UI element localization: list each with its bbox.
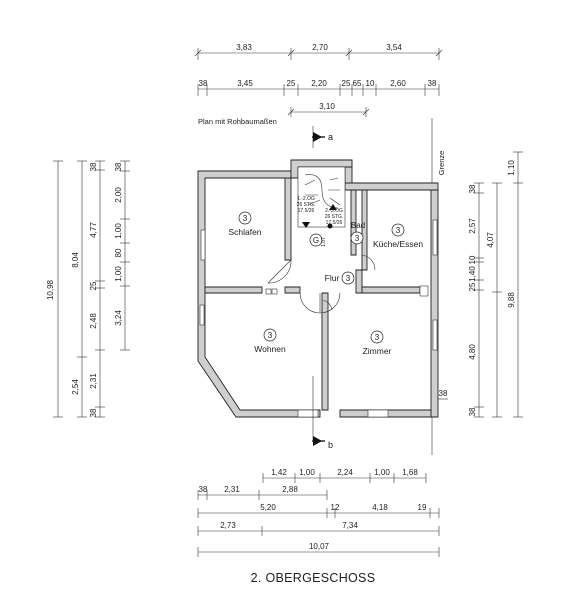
section-label-b: b xyxy=(328,440,333,450)
room-name: Wohnen xyxy=(254,344,286,354)
stair-note-line: 17.5/26 xyxy=(326,220,343,226)
dim-top2-6: 10 xyxy=(366,79,375,88)
g-badge: G xyxy=(309,233,323,247)
section-marker-b: b xyxy=(312,376,333,450)
right-dimension-chains: 1,10 9,88 4,07 38 2,57 10 1,40 25 4,80 3… xyxy=(468,151,523,418)
dim-right4: 4,07 xyxy=(486,232,495,248)
dim-left4-0: 38 xyxy=(114,162,123,171)
dim-bot1-4: 1,68 xyxy=(402,468,418,477)
dim-top2-2: 25 xyxy=(287,79,296,88)
room-kueche: 3 Küche/Essen xyxy=(373,223,423,249)
stair-note-line: 17.5/26 xyxy=(298,208,315,214)
stair-note-line: 2.-3.OG xyxy=(325,208,343,214)
stair-note-line: 26 STG. xyxy=(325,214,344,220)
dim-bot1-1: 1,00 xyxy=(299,468,315,477)
stair-note-line: 1.-2.OG xyxy=(297,196,315,202)
dim-bot2-2: 2,88 xyxy=(282,485,298,494)
plan-title: 2. OBERGESCHOSS xyxy=(251,571,376,585)
room-name: Bad xyxy=(351,221,365,230)
dim-right3-6: 38 xyxy=(468,407,477,416)
dim-left3-1: 4,77 xyxy=(89,222,98,238)
doors xyxy=(267,254,376,314)
dim-bot3-3: 19 xyxy=(418,503,427,512)
dim-left3-5: 38 xyxy=(89,408,98,417)
room-flur: Flur 3 xyxy=(325,271,355,285)
room-badge: 3 xyxy=(243,214,248,223)
dim-bot1-0: 1,42 xyxy=(271,468,287,477)
top-dimension-chains: 3,83 2,70 3,54 38 3,45 25 2,20 25 65 10 … xyxy=(194,43,443,117)
dim-bot3-0: 5,20 xyxy=(260,503,276,512)
dim-bot1-2: 2,24 xyxy=(337,468,353,477)
windows xyxy=(199,219,438,418)
room-zimmer: 3 Zimmer xyxy=(363,330,392,356)
dim-bot4-1: 7,34 xyxy=(342,521,358,530)
plan-note: Plan mit Rohbaumaßen xyxy=(198,117,277,126)
left-dimension-chains: 10,98 8,04 2,54 38 4,77 25 2,48 2,31 38 … xyxy=(46,160,130,417)
dim-bot3-2: 4,18 xyxy=(372,503,388,512)
dim-bot3-1: 12 xyxy=(331,503,340,512)
g-badge-label: G xyxy=(313,236,319,245)
stair-note-line: 26 STG. xyxy=(297,202,316,208)
dim-right-38: 38 xyxy=(439,389,448,398)
dim-bot1-3: 1,00 xyxy=(374,468,390,477)
border-label: Grenze xyxy=(437,151,446,176)
room-wohnen: 3 Wohnen xyxy=(254,328,286,354)
dim-top2-8: 38 xyxy=(428,79,437,88)
room-bad: Bad 3 xyxy=(350,221,365,245)
dim-top2-0: 38 xyxy=(199,79,208,88)
dim-right3-5: 4,80 xyxy=(468,344,477,360)
room-badge: 3 xyxy=(346,274,351,283)
dim-right1: 1,10 xyxy=(507,160,516,176)
dim-right3-0: 38 xyxy=(468,184,477,193)
dim-bot4-0: 2,73 xyxy=(220,521,236,530)
dim-left4-5: 3,24 xyxy=(114,310,123,326)
dim-right3-1: 2,57 xyxy=(468,218,477,234)
stair-notes-right: 2.-3.OG 26 STG. 17.5/26 xyxy=(325,208,344,226)
dim-top2-1: 3,45 xyxy=(237,79,253,88)
dim-left1: 10,98 xyxy=(46,279,55,300)
dim-top2-4: 25 xyxy=(342,79,351,88)
room-badge: 3 xyxy=(355,234,360,243)
stair-notes-left: 1.-2.OG 26 STG. 17.5/26 xyxy=(297,196,316,214)
dim-left3-2: 25 xyxy=(89,281,98,290)
section-label-a: a xyxy=(328,132,333,142)
stair-note-vertical: 1.07 xyxy=(321,237,327,247)
dim-right3-3: 1,40 xyxy=(468,266,477,282)
dim-top2-3: 2,20 xyxy=(311,79,327,88)
dim-right3-2: 10 xyxy=(468,255,477,264)
dim-top2-7: 2,60 xyxy=(390,79,406,88)
room-badge: 3 xyxy=(375,333,380,342)
room-name: Schlafen xyxy=(228,227,261,237)
dim-top1-2: 3,54 xyxy=(386,43,402,52)
dim-left2-0: 8,04 xyxy=(71,252,80,268)
room-badge: 3 xyxy=(396,226,401,235)
dim-bot2-0: 38 xyxy=(199,485,208,494)
dim-left3-0: 38 xyxy=(89,162,98,171)
dim-left4-1: 2,00 xyxy=(114,187,123,203)
dim-left4-4: 1,00 xyxy=(114,266,123,282)
room-badge: 3 xyxy=(268,331,273,340)
staircase xyxy=(297,166,346,229)
dim-left2-1: 2,54 xyxy=(71,379,80,395)
room-schlafen: 3 Schlafen xyxy=(228,211,262,237)
dim-top2-5: 65 xyxy=(353,79,362,88)
dim-left4-2: 1,00 xyxy=(114,223,123,239)
section-marker-a: a xyxy=(312,126,333,148)
dim-bot2-1: 2,31 xyxy=(224,485,240,494)
dim-top1-1: 2,70 xyxy=(312,43,328,52)
dim-right2: 9,88 xyxy=(507,292,516,308)
room-name: Küche/Essen xyxy=(373,239,423,249)
room-name: Zimmer xyxy=(363,346,392,356)
dim-left3-4: 2,31 xyxy=(89,373,98,389)
dim-top3: 3,10 xyxy=(319,102,335,111)
room-name: Flur xyxy=(325,273,340,283)
bottom-dimension-chains: 1,42 1,00 2,24 1,00 1,68 38 2,31 2,88 5,… xyxy=(197,468,440,557)
dim-right3-4: 25 xyxy=(468,282,477,291)
dim-top1-0: 3,83 xyxy=(236,43,252,52)
dim-left3-3: 2,48 xyxy=(89,313,98,329)
dim-left4-3: 80 xyxy=(114,248,123,257)
dim-bot5: 10,07 xyxy=(309,542,330,551)
